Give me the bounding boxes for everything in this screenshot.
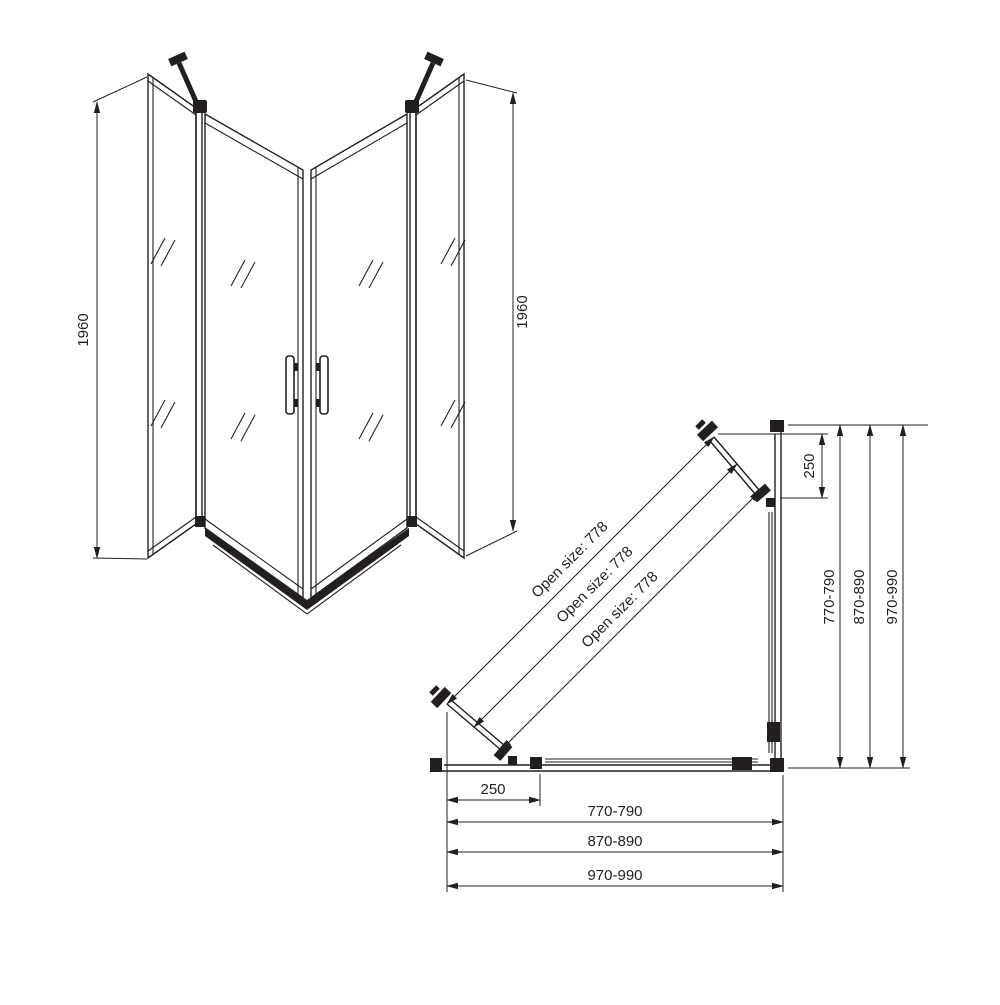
plan-bottom-dim-3: 970-990 bbox=[587, 867, 642, 884]
right-bottom-hinge bbox=[406, 516, 417, 527]
plan-door-bottom-open bbox=[429, 685, 542, 769]
front-view: 1960 1960 bbox=[75, 51, 531, 615]
corner-profile bbox=[770, 758, 784, 772]
front-height-dim-left: 1960 bbox=[75, 313, 92, 346]
front-dimension-right: 1960 bbox=[465, 79, 531, 557]
open-size-dimensions: Open size: 778 Open size: 778 Open size:… bbox=[446, 436, 761, 751]
right-support-bar bbox=[411, 51, 444, 108]
plan-right-dim-3: 970-990 bbox=[884, 569, 901, 624]
left-side-panel bbox=[147, 72, 197, 560]
bottom-door-pivot bbox=[493, 741, 513, 761]
front-dimension-left: 1960 bbox=[75, 76, 148, 560]
plan-right-dimensions: 250 770-790 870-890 970-990 bbox=[718, 424, 928, 769]
plan-bottom-dim-1: 770-790 bbox=[587, 803, 642, 820]
bottom-pivot-wall-block bbox=[530, 757, 542, 769]
right-wall-anchor bbox=[424, 51, 444, 67]
front-height-dim-right: 1960 bbox=[514, 295, 531, 328]
plan-bottom-dimensions: 250 770-790 870-890 970-990 bbox=[446, 712, 784, 892]
left-door-handle bbox=[285, 355, 298, 415]
right-door-pivot bbox=[751, 483, 771, 503]
left-support-bar bbox=[168, 51, 201, 108]
right-side-panel bbox=[415, 72, 465, 560]
plan-bottom-wall bbox=[430, 757, 781, 772]
plan-right-wall bbox=[767, 420, 784, 772]
right-door-end-cap bbox=[696, 420, 719, 442]
left-wall-anchor bbox=[168, 51, 188, 67]
bottom-threshold bbox=[205, 528, 409, 615]
plan-view: Open size: 778 Open size: 778 Open size:… bbox=[429, 419, 928, 892]
right-wall-end-profile bbox=[770, 420, 784, 432]
glass-shine-marks bbox=[150, 237, 466, 442]
right-door-handle bbox=[316, 355, 329, 415]
right-wall-bracket bbox=[767, 722, 780, 742]
plan-bottom-dim-2: 870-890 bbox=[587, 833, 642, 850]
bottom-wall-end-profile bbox=[430, 758, 442, 772]
plan-right-dim-2: 870-890 bbox=[851, 569, 868, 624]
plan-right-offset-dim: 250 bbox=[801, 453, 818, 478]
plan-bottom-offset-dim: 250 bbox=[480, 781, 505, 798]
bottom-wall-bracket bbox=[732, 757, 752, 770]
left-bottom-hinge bbox=[195, 516, 206, 527]
bottom-door-end-cap bbox=[430, 686, 452, 709]
plan-right-dim-1: 770-790 bbox=[821, 569, 838, 624]
